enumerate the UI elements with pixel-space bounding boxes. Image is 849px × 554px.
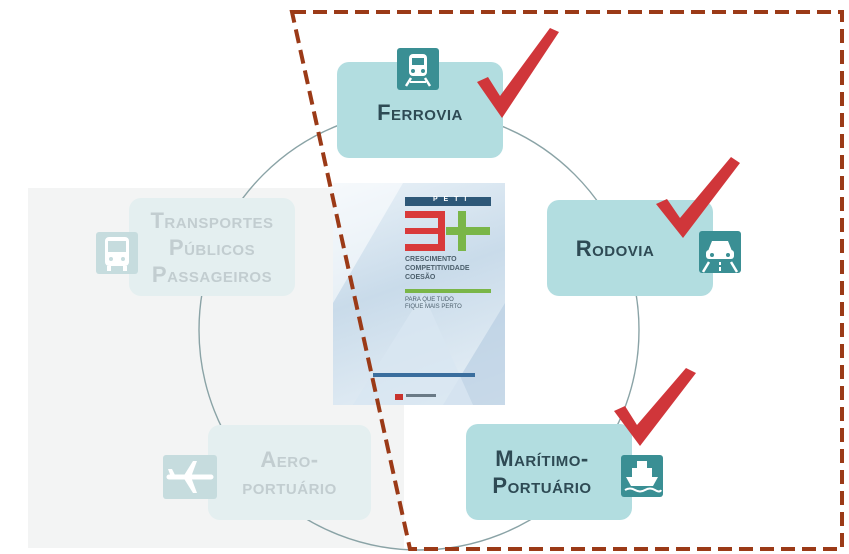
train-icon xyxy=(397,48,439,90)
node-rodovia-label: Rodovia xyxy=(575,235,655,261)
cover-graphic xyxy=(333,183,505,405)
node-transportes-publicos: Transportes Públicos Passageiros xyxy=(129,198,295,296)
node-transportes-line3: Passageiros xyxy=(151,261,273,287)
cover-tagline-1: PARA QUE TUDO xyxy=(405,297,454,303)
node-transportes-line2: Públicos xyxy=(168,234,256,260)
cover-line-1: CRESCIMENTO xyxy=(405,256,457,263)
node-transportes-line1: Transportes xyxy=(150,207,274,233)
cover-peti: P E T I xyxy=(433,196,469,203)
node-maritimo-line1: Marítimo- xyxy=(495,446,589,471)
ship-icon xyxy=(621,455,663,497)
checkmark-icon-rodovia xyxy=(656,157,740,238)
node-aero-line2: portuário xyxy=(242,473,337,499)
cover-tagline-2: FIQUE MAIS PERTO xyxy=(405,304,462,310)
report-cover: P E T I CRESCIMENTO COMPETITIVIDADE COES… xyxy=(333,183,505,405)
node-maritimo-portuario: Marítimo- Portuário xyxy=(466,424,632,520)
node-maritimo-line2: Portuário xyxy=(492,473,592,498)
checkmark-icon-ferrovia xyxy=(477,28,559,118)
airplane-icon xyxy=(163,455,217,499)
cover-line-3: COESÃO xyxy=(405,274,436,281)
bus-icon xyxy=(96,232,138,274)
checkmark-icon-maritimo xyxy=(614,368,696,446)
node-ferrovia-label: Ferrovia xyxy=(377,99,463,125)
car-road-icon xyxy=(699,231,741,273)
node-aeroportuario: Aero- portuário xyxy=(208,425,371,520)
node-aero-line1: Aero- xyxy=(260,446,319,472)
cover-line-2: COMPETITIVIDADE xyxy=(405,265,470,272)
